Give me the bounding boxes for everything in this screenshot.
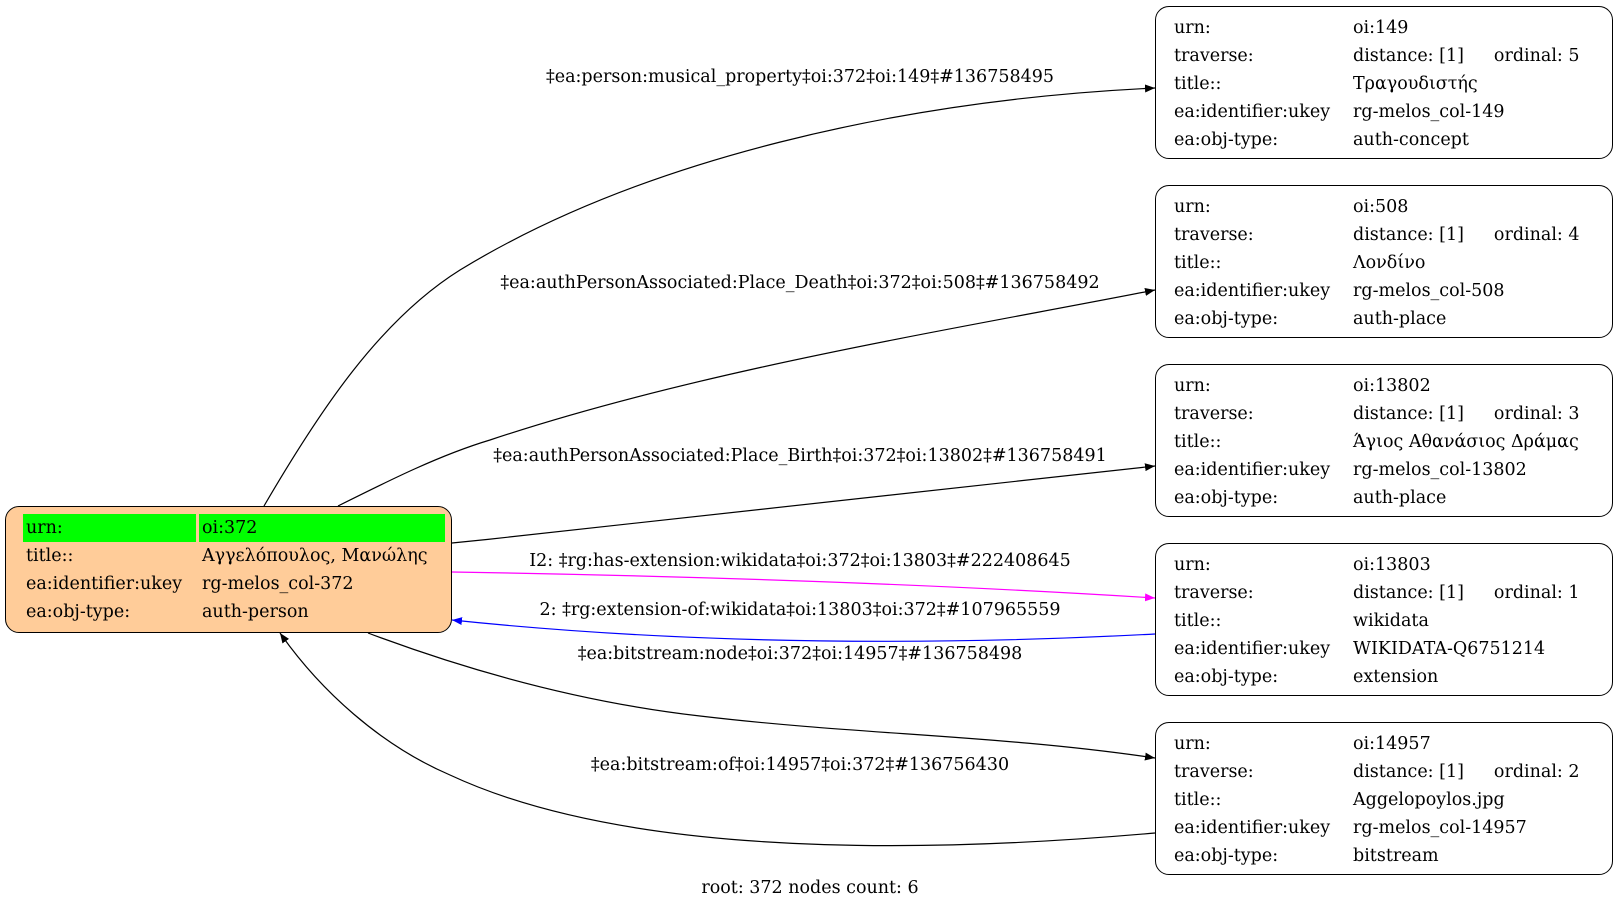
node-distance: distance: [1] [1353,762,1464,782]
node-urn: oi:508 [1353,197,1409,217]
row-key: ea:identifier:ukey [1174,102,1331,122]
root-node-row: title:: Αγγελόπουλος, Μανώλης [23,542,445,570]
edge-label: 2: ‡rg:extension-of:wikidata‡oi:13803‡oi… [539,600,1061,620]
node-ukey: rg-melos_col-13802 [1353,460,1527,480]
graph-node: urn: oi:13802 traverse: distance: [1] ordin… [1155,364,1613,517]
node-table: urn: oi:508 traverse: distance: [1] ordinal… [1168,193,1586,333]
edge-line [279,632,1156,847]
row-key: ea:obj-type: [26,602,131,622]
row-key: ea:obj-type: [1174,130,1279,150]
edge-line [263,84,1156,507]
row-value: oi:372 [199,514,445,542]
edge-line [451,617,1156,642]
node-ordinal: ordinal: 5 [1493,46,1580,66]
graph-node: urn: oi:508 traverse: distance: [1] ordinal… [1155,185,1613,338]
row-key: urn: [1174,555,1211,575]
node-urn: oi:13802 [1353,376,1431,396]
node-distance: distance: [1] [1353,404,1464,424]
row-key: traverse: [1174,225,1254,245]
row-key: ea:identifier:ukey [1174,818,1331,838]
node-title: Aggelopoylos.jpg [1353,790,1505,810]
node-distance: distance: [1] [1353,225,1464,245]
node-ordinal: ordinal: 4 [1493,225,1580,245]
node-title: Λονδίνο [1353,253,1426,273]
node-ordinal: ordinal: 2 [1493,762,1580,782]
node-ukey: rg-melos_col-508 [1353,281,1505,301]
row-key: ea:identifier:ukey [1174,460,1331,480]
node-table: urn: oi:13802 traverse: distance: [1] ordin… [1168,372,1586,512]
node-ukey: rg-melos_col-14957 [1353,818,1527,838]
edge-label: I2: ‡rg:has-extension:wikidata‡oi:372‡oi… [529,551,1071,571]
node-ukey: WIKIDATA-Q6751214 [1353,639,1546,659]
edge-label: ‡ea:bitstream:of‡oi:14957‡oi:372‡#136756… [590,755,1010,775]
node-table: urn: oi:14957 traverse: distance: [1] ordin… [1168,730,1586,870]
node-ukey: rg-melos_col-149 [1353,102,1505,122]
row-value: auth-person [202,602,309,622]
graph-node: urn: oi:13803 traverse: distance: [1] ordin… [1155,543,1613,696]
row-key: traverse: [1174,583,1254,603]
edge-label: ‡ea:authPersonAssociated:Place_Death‡oi:… [500,273,1100,293]
node-obj-type: auth-place [1353,309,1447,329]
root-node-row: ea:obj-type: auth-person [23,598,445,626]
node-obj-type: auth-concept [1353,130,1469,150]
node-urn: oi:14957 [1353,734,1431,754]
row-key: urn: [1174,197,1211,217]
row-key: title:: [1174,253,1222,273]
row-key: urn: [1174,734,1211,754]
node-table: urn: oi:13803 traverse: distance: [1] ordin… [1168,551,1586,691]
row-key: traverse: [1174,404,1254,424]
node-table: urn: oi:149 traverse: distance: [1] ordinal… [1168,14,1586,154]
edge-line [367,632,1156,761]
row-key: ea:identifier:ukey [1174,281,1331,301]
root-node-table: urn: oi:372 title:: Αγγελόπουλος, Μανώλη… [20,514,448,626]
node-urn: oi:149 [1353,18,1409,38]
row-key: urn: [1174,18,1211,38]
edge-line [451,571,1156,602]
row-key: traverse: [1174,46,1254,66]
root-node: urn: oi:372 title:: Αγγελόπουλος, Μανώλη… [5,506,452,633]
node-title: wikidata [1353,611,1429,631]
node-title: Άγιος Αθανάσιος Δράμας [1353,432,1579,452]
row-key: ea:obj-type: [1174,667,1279,687]
row-key: ea:obj-type: [1174,309,1279,329]
node-ordinal: ordinal: 1 [1493,583,1580,603]
row-key: ea:identifier:ukey [26,574,183,594]
root-node-row: urn: oi:372 [23,514,445,542]
edge-label: ‡ea:authPersonAssociated:Place_Birth‡oi:… [493,446,1107,466]
node-urn: oi:13803 [1353,555,1431,575]
row-value: Αγγελόπουλος, Μανώλης [202,546,428,566]
row-key: urn: [1174,376,1211,396]
row-value: rg-melos_col-372 [202,574,354,594]
node-obj-type: extension [1353,667,1439,687]
edge-line [337,287,1156,507]
row-key: title:: [1174,74,1222,94]
edge-label: ‡ea:bitstream:node‡oi:372‡oi:14957‡#1367… [577,644,1023,664]
node-distance: distance: [1] [1353,583,1464,603]
row-key: urn: [23,514,196,542]
graph-node: urn: oi:149 traverse: distance: [1] ordinal… [1155,6,1613,159]
row-key: ea:obj-type: [1174,846,1279,866]
row-key: title:: [26,546,74,566]
node-obj-type: auth-place [1353,488,1447,508]
edge-line [451,463,1156,544]
row-key: title:: [1174,432,1222,452]
row-key: ea:obj-type: [1174,488,1279,508]
row-key: title:: [1174,611,1222,631]
node-distance: distance: [1] [1353,46,1464,66]
row-key: title:: [1174,790,1222,810]
root-node-row: ea:identifier:ukey rg-melos_col-372 [23,570,445,598]
node-obj-type: bitstream [1353,846,1439,866]
graph-node: urn: oi:14957 traverse: distance: [1] ordin… [1155,722,1613,875]
node-title: Τραγουδιστής [1353,74,1478,94]
node-ordinal: ordinal: 3 [1493,404,1580,424]
edge-label: ‡ea:person:musical_property‡oi:372‡oi:14… [546,67,1054,87]
row-key: traverse: [1174,762,1254,782]
graph-footer: root: 372 nodes count: 6 [701,878,919,898]
row-key: ea:identifier:ukey [1174,639,1331,659]
